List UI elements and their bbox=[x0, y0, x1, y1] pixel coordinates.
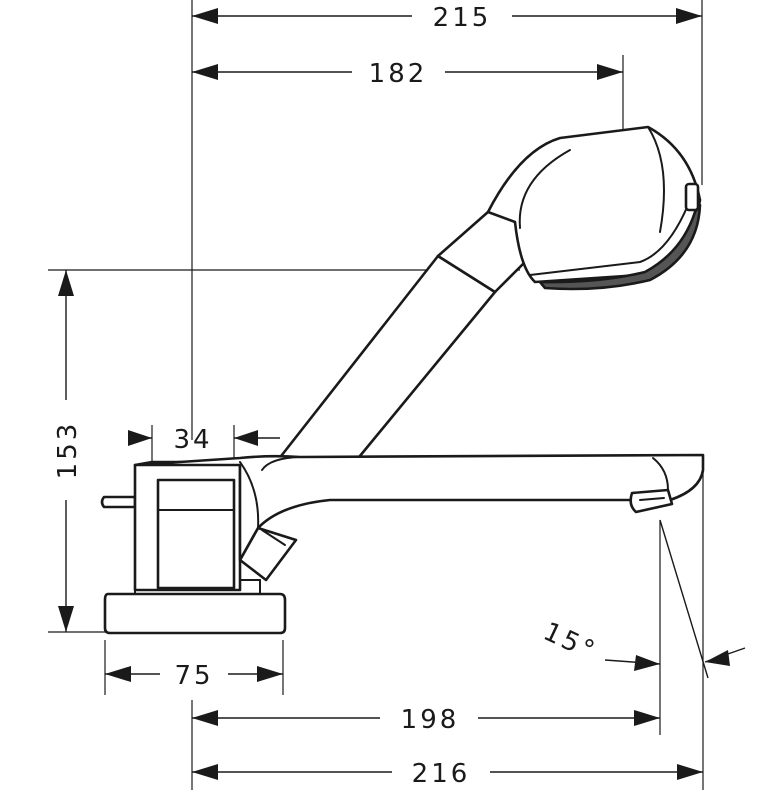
dimension-198: 198 bbox=[192, 705, 660, 735]
dimension-182-label: 182 bbox=[369, 59, 428, 89]
dimension-34: 34 bbox=[128, 425, 280, 455]
dimension-153-label: 153 bbox=[53, 421, 83, 480]
dimension-15-label: 15° bbox=[539, 617, 602, 667]
base-plate bbox=[103, 592, 287, 635]
faucet-outline bbox=[100, 125, 709, 679]
dimension-216: 216 bbox=[192, 759, 703, 789]
dimension-15-degree: 15° bbox=[539, 617, 746, 671]
dimension-216-label: 216 bbox=[412, 759, 471, 789]
dimension-215-label: 215 bbox=[433, 3, 492, 33]
dimension-75: 75 bbox=[105, 661, 283, 691]
spout-aerator bbox=[629, 488, 674, 514]
control-lever bbox=[100, 495, 137, 509]
dimension-34-label: 34 bbox=[173, 425, 212, 455]
handshower-nozzles bbox=[538, 203, 702, 291]
dimension-182: 182 bbox=[192, 59, 623, 89]
spout bbox=[133, 453, 705, 562]
valve-cartridge bbox=[156, 478, 236, 590]
handshower-hose bbox=[276, 254, 497, 464]
dimension-215: 215 bbox=[192, 3, 702, 33]
handshower-head bbox=[486, 125, 702, 284]
handshower-button bbox=[684, 182, 700, 212]
dimension-198-label: 198 bbox=[401, 705, 460, 735]
dimension-75-label: 75 bbox=[174, 661, 213, 691]
dimension-153: 153 bbox=[53, 270, 83, 632]
